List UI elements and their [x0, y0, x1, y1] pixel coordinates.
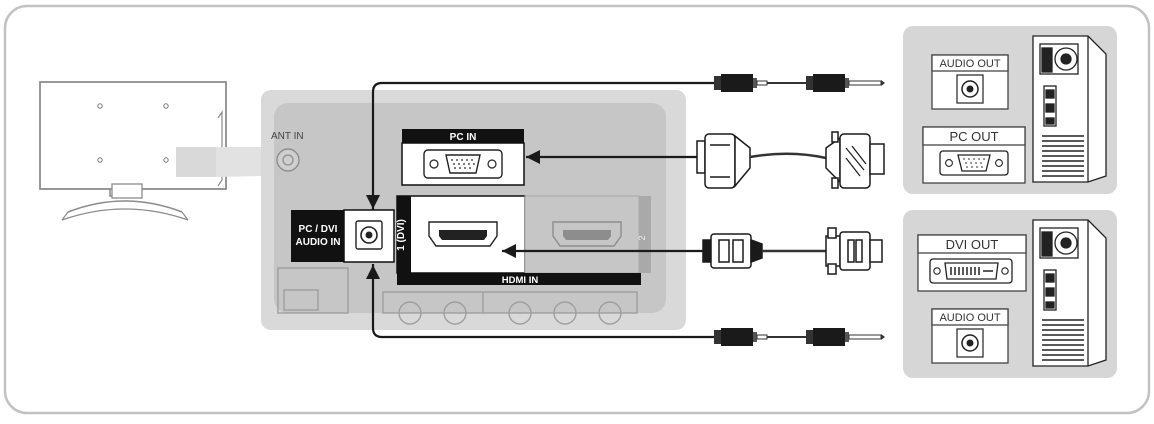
- dvi-out-label: DVI OUT: [946, 237, 999, 252]
- pc-dvi-audio-label-line1: PC / DVI: [299, 224, 338, 235]
- audio-plug-top-right: [806, 74, 885, 92]
- faded-bottom-ports: [277, 267, 638, 325]
- hdmi-port2-label: 2: [637, 235, 647, 240]
- hdmi-in-label: HDMI IN: [502, 275, 539, 286]
- vga-cable: [526, 131, 885, 189]
- dvi-plug: [825, 227, 883, 275]
- pc-out-vga-port[interactable]: [939, 150, 1009, 176]
- hdmi-plug: [702, 233, 763, 269]
- vga-plug-right: [825, 131, 885, 189]
- pc-top-audio-out-jack[interactable]: [956, 74, 984, 104]
- pc-top-audio-out-label: AUDIO OUT: [939, 58, 1000, 70]
- audio-cable-bottom: [366, 264, 885, 346]
- audio-cable-top: [366, 74, 885, 210]
- tv-back-illustration: [39, 81, 262, 221]
- pc-in-label: PC IN: [450, 132, 477, 143]
- pc-tower-top-illustration: [1032, 35, 1107, 183]
- ant-in-label: ANT IN: [271, 131, 304, 142]
- hdmi-port1-label: 1 (DVI): [396, 219, 407, 251]
- pc-bottom-audio-out-jack[interactable]: [956, 328, 984, 358]
- audio-plug-top-left: [714, 74, 768, 92]
- pc-in-label-bg: [402, 129, 524, 143]
- audio-plug-bottom-left: [714, 328, 768, 346]
- hdmi-port-1[interactable]: [428, 221, 498, 247]
- hdmi-port-2[interactable]: [552, 221, 622, 247]
- pc-dvi-audio-in-jack[interactable]: [355, 220, 383, 250]
- tv-connector-panel: ANT IN PC IN PC / DVI AUDIO IN: [261, 90, 686, 330]
- hdmi-dvi-cable: [502, 227, 883, 275]
- pc-in-vga-port[interactable]: [423, 149, 503, 179]
- audio-plug-bottom-right: [806, 328, 885, 346]
- ant-in-port[interactable]: [276, 148, 300, 172]
- pc-bottom-panel: DVI OUT AUDIO OUT: [903, 210, 1117, 378]
- pc-out-label: PC OUT: [949, 129, 998, 144]
- pc-tower-bottom-illustration: [1032, 219, 1107, 367]
- pc-dvi-audio-label-line2: AUDIO IN: [296, 237, 341, 248]
- pc-bottom-audio-out-label: AUDIO OUT: [939, 312, 1000, 324]
- vga-plug-left: [696, 133, 751, 189]
- dvi-out-port[interactable]: [929, 258, 1013, 284]
- pc-top-panel: AUDIO OUT PC OUT: [903, 26, 1117, 194]
